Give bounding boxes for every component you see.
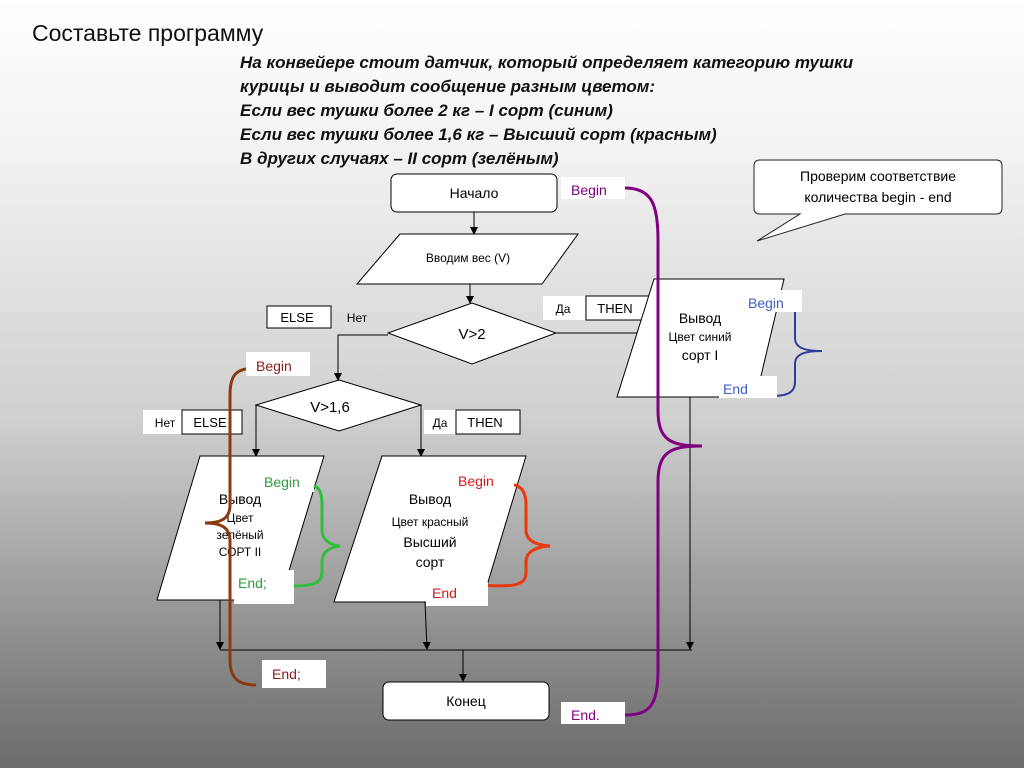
- connector: [334, 334, 388, 381]
- label-da-then-2: Да THEN: [424, 409, 521, 435]
- green-end: End;: [238, 575, 267, 591]
- brown-begin: Begin: [256, 358, 292, 374]
- output-blue-line2: Цвет синий: [669, 330, 732, 344]
- label-else-1-text: ELSE: [280, 310, 314, 325]
- output-red-line3: Высший: [403, 534, 456, 550]
- end-terminator: Конец: [382, 681, 550, 721]
- purple-end: End.: [571, 707, 600, 723]
- blue-end: End: [723, 381, 748, 397]
- task-text: На конвейере стоит датчик, который опред…: [240, 51, 1000, 171]
- purple-brace: [624, 186, 703, 717]
- blue-end-box: End: [719, 376, 777, 398]
- output-green-line2: Цвет: [227, 511, 254, 525]
- callout: Проверим соответствие количества begin -…: [753, 159, 1003, 242]
- start-label: Начало: [450, 185, 499, 201]
- blue-begin: Begin: [748, 295, 784, 311]
- red-begin: Begin: [458, 473, 494, 489]
- callout-line-2: количества begin - end: [804, 189, 951, 205]
- task-line: На конвейере стоит датчик, который опред…: [240, 53, 854, 72]
- label-else-2: ELSE: [193, 415, 227, 430]
- label-then-1: THEN: [585, 295, 651, 321]
- task-line: В других случаях – II сорт (зелёным): [240, 149, 559, 168]
- decision-v2: V>2: [386, 302, 558, 365]
- input-parallelogram: Вводим вес (V): [355, 233, 579, 285]
- output-green-line1: Вывод: [219, 491, 261, 507]
- slide-title: Составьте программу: [32, 20, 264, 46]
- output-red-line1: Вывод: [409, 491, 451, 507]
- input-label: Вводим вес (V): [426, 251, 510, 265]
- label-net-else-2: Нет ELSE: [143, 409, 243, 435]
- label-da-1-box: Да: [543, 296, 585, 320]
- green-brace: [275, 482, 341, 588]
- output-green-line4: СОРТ II: [219, 545, 262, 559]
- red-brace: [479, 482, 551, 588]
- red-end: End: [432, 585, 457, 601]
- decision-v16: V>1,6: [254, 379, 423, 432]
- brown-end-box: End;: [262, 660, 326, 688]
- label-then-1-text: THEN: [597, 301, 632, 316]
- green-begin-box: Begin: [262, 470, 314, 492]
- callout-line-1: Проверим соответствие: [800, 168, 956, 184]
- red-begin-box: Begin: [452, 468, 514, 492]
- blue-begin-box: Begin: [744, 290, 802, 312]
- purple-end-box: End.: [561, 702, 625, 724]
- label-net-2: Нет: [155, 416, 176, 430]
- task-line: курицы и выводит сообщение разным цветом…: [240, 77, 656, 96]
- decision-v16-label: V>1,6: [310, 399, 350, 416]
- decision-v2-label: V>2: [458, 326, 485, 343]
- output-red-line2: Цвет красный: [392, 515, 469, 529]
- brown-brace: [204, 366, 257, 687]
- start-terminator: Начало: [390, 173, 558, 213]
- label-da-1: Да: [556, 302, 571, 316]
- label-else-1: ELSE: [266, 305, 332, 329]
- connector: [422, 601, 431, 650]
- red-end-box: End: [426, 582, 488, 606]
- purple-begin: Begin: [571, 182, 607, 198]
- purple-begin-box: Begin: [561, 177, 625, 199]
- output-red-line4: сорт: [416, 554, 445, 570]
- output-blue-line1: Вывод: [679, 310, 721, 326]
- label-then-2: THEN: [467, 415, 502, 430]
- task-line: Если вес тушки более 1,6 кг – Высший сор…: [240, 125, 717, 144]
- green-begin: Begin: [264, 474, 300, 490]
- brown-end: End;: [272, 666, 301, 682]
- output-blue-line3: сорт I: [682, 347, 719, 363]
- label-net-1: Нет: [347, 311, 368, 325]
- brown-begin-box: Begin: [246, 352, 310, 376]
- green-end-box: End;: [234, 570, 294, 604]
- task-line: Если вес тушки более 2 кг – I сорт (сини…: [240, 101, 613, 120]
- label-da-2: Да: [433, 416, 448, 430]
- end-label: Конец: [446, 693, 485, 709]
- output-green-line3: зелёный: [216, 528, 263, 542]
